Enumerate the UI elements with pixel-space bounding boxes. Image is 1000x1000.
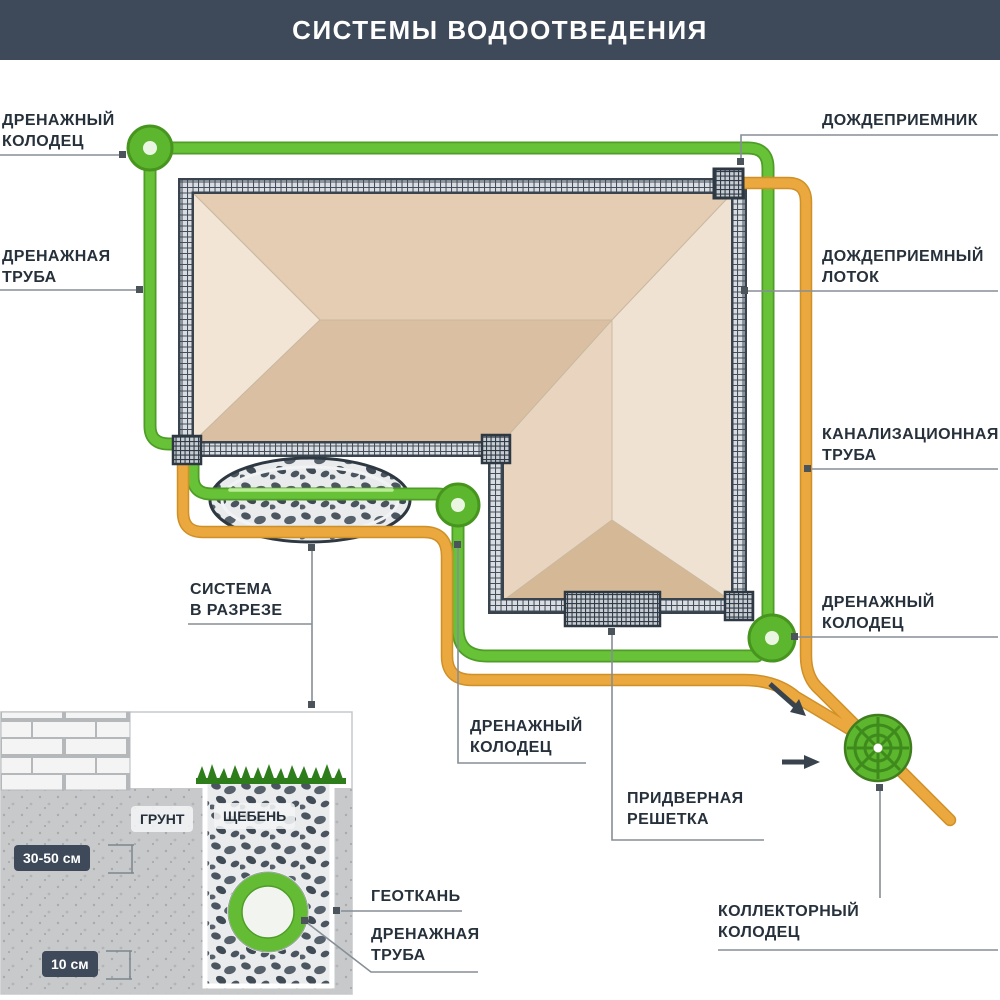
collector-well (843, 713, 913, 783)
door-grate (563, 590, 662, 628)
leader-lines (0, 134, 998, 973)
label-rain-inlet: ДОЖДЕПРИЕМНИК (822, 112, 978, 129)
label-drainage-well-top: ДРЕНАЖНЫЙ КОЛОДЕЦ (2, 112, 115, 150)
label-geotextile: ГЕОТКАНЬ (371, 888, 461, 905)
house-roof (184, 184, 741, 607)
label-drainage-well-mid: ДРЕНАЖНЫЙ КОЛОДЕЦ (470, 718, 583, 756)
label-drainage-pipe: ДРЕНАЖНАЯ ТРУБА (2, 248, 111, 286)
label-door-grate: ПРИДВЕРНАЯ РЕШЕТКА (627, 790, 744, 828)
grass (196, 764, 346, 784)
sewer-pipe-orange (176, 176, 957, 827)
label-collector-well: КОЛЛЕКТОРНЫЙ КОЛОДЕЦ (718, 903, 860, 941)
label-section-view: СИСТЕМА В РАЗРЕЗЕ (190, 581, 283, 619)
drainage-well-top-left (126, 124, 174, 172)
section-drainage-pipe (227, 871, 309, 953)
gravel-label-badge: ЩЕБЕНЬ (214, 803, 296, 829)
corner-fitting (171, 433, 755, 622)
measurement-brackets (106, 844, 134, 980)
soil-label-badge: ГРУНТ (131, 806, 194, 832)
label-drainage-pipe-section: ДРЕНАЖНАЯ ТРУБА (371, 926, 480, 964)
page-title: СИСТЕМЫ ВОДООТВЕДЕНИЯ (292, 14, 708, 45)
label-rain-tray: ДОЖДЕПРИЕМНЫЙ ЛОТОК (822, 248, 984, 286)
depth-bottom-badge: 10 см (42, 951, 98, 977)
label-drainage-well-right: ДРЕНАЖНЫЙ КОЛОДЕЦ (822, 594, 935, 632)
header: СИСТЕМЫ ВОДООТВЕДЕНИЯ (0, 0, 1000, 60)
drainage-well-right (747, 613, 797, 663)
label-sewer-pipe: КАНАЛИЗАЦИОННАЯ ТРУБА (822, 426, 999, 464)
flow-arrow-icon (768, 682, 820, 769)
brick-wall (0, 711, 131, 791)
leader-dots (119, 151, 883, 924)
rain-inlet-box (712, 167, 745, 200)
depth-top-badge: 30-50 см (14, 845, 90, 871)
drainage-well-middle (435, 482, 481, 528)
